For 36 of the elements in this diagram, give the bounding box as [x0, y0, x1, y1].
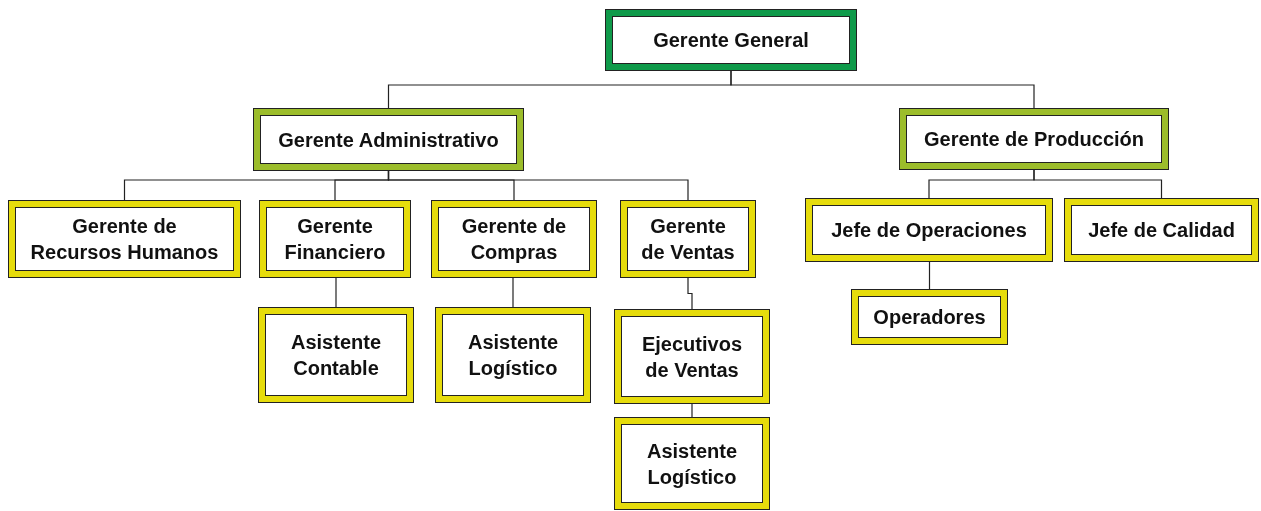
position-box: [851, 289, 1008, 345]
position-title: Gerente de Compras: [460, 214, 568, 265]
position-title: Gerente de Ventas: [640, 214, 736, 265]
connector-line: [928, 261, 931, 290]
connector-line: [730, 70, 1035, 109]
position-title: Gerente Administrativo: [278, 127, 499, 153]
position-box: [605, 9, 857, 71]
connector-line: [335, 277, 337, 308]
position-title: Gerente de Recursos Humanos: [30, 214, 219, 265]
position-box: [259, 200, 411, 278]
position-box: [805, 198, 1053, 262]
position-title: Gerente Financiero: [283, 214, 387, 265]
connector-line: [687, 277, 693, 310]
position-box: [8, 200, 241, 278]
position-title: Gerente de Producción: [923, 127, 1145, 152]
connector-line: [691, 403, 693, 418]
connector-line: [512, 277, 514, 308]
position-box: [620, 200, 756, 278]
position-box: [253, 108, 524, 171]
position-title: Ejecutivos de Ventas: [640, 331, 743, 383]
position-box: [435, 307, 591, 403]
position-box: [614, 417, 770, 510]
position-title: Jefe de Calidad: [1088, 218, 1235, 243]
position-box: [614, 309, 770, 404]
position-box: [258, 307, 414, 403]
position-box: [431, 200, 597, 278]
position-title: Jefe de Operaciones: [831, 218, 1027, 243]
position-box: [899, 108, 1169, 170]
position-title: Asistente Contable: [290, 330, 382, 381]
position-title: Asistente Logístico: [646, 438, 738, 490]
connector-line: [387, 170, 689, 201]
position-title: Gerente General: [653, 28, 809, 53]
position-box: [1064, 198, 1259, 262]
position-title: Operadores: [873, 305, 986, 330]
connector-line: [1033, 169, 1163, 199]
position-title: Asistente Logístico: [467, 330, 559, 381]
